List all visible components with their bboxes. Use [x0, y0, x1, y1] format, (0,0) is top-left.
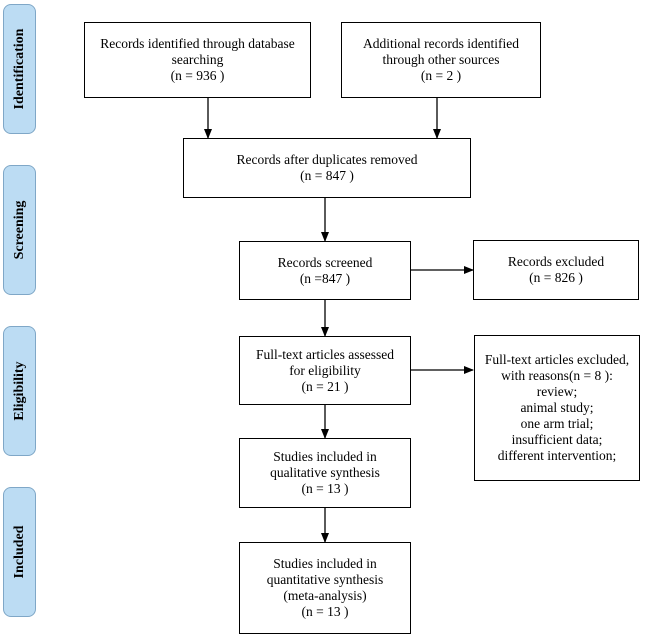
other-sources-box: Additional records identified through ot… [341, 22, 541, 98]
box-line: animal study; [520, 400, 594, 415]
box-line: through other sources [382, 52, 500, 67]
box-line: Records screened [277, 254, 373, 270]
stage-eligibility-label: Eligibility [11, 361, 27, 421]
qualitative-synthesis-box: Studies included in qualitative synthesi… [239, 438, 411, 508]
stage-screening: Screening [3, 165, 36, 295]
box-line: (n = 13 ) [301, 604, 349, 619]
stage-eligibility: Eligibility [3, 326, 36, 456]
quantitative-synthesis-box: Studies included in quantitative synthes… [239, 542, 411, 634]
box-line: (n = 936 ) [170, 68, 225, 83]
box-line: with reasons(n = 8 ): [501, 368, 613, 383]
stage-screening-label: Screening [11, 200, 27, 260]
box-line: (n = 21 ) [301, 378, 349, 394]
duplicates-removed-box: Records after duplicates removed (n = 84… [183, 138, 471, 198]
box-line: different intervention; [497, 448, 617, 463]
stage-included: Included [3, 487, 36, 617]
box-line: (n = 13 ) [301, 481, 349, 496]
box-line: searching [171, 52, 224, 67]
box-line: Records after duplicates removed [236, 152, 418, 167]
box-line: Additional records identified [363, 36, 519, 51]
box-line: review; [536, 384, 578, 399]
box-line: (n =847 ) [299, 270, 351, 286]
box-line: insufficient data; [511, 432, 603, 447]
box-line: for eligibility [289, 362, 361, 378]
box-line: quantitative synthesis [266, 572, 384, 587]
box-line: Studies included in [273, 449, 377, 464]
records-screened-box: Records screened (n =847 ) [239, 241, 411, 300]
database-records-box: Records identified through database sear… [84, 22, 311, 98]
box-line: Records identified through database [100, 36, 295, 51]
full-text-assessed-box: Full-text articles assessed for eligibil… [239, 336, 411, 405]
stage-identification: Identification [3, 4, 36, 134]
full-text-excluded-box: Full-text articles excluded, with reason… [474, 335, 640, 481]
box-line: one arm trial; [520, 416, 594, 431]
box-line: Studies included in [273, 556, 377, 571]
box-line: Records excluded [507, 254, 605, 269]
stage-identification-label: Identification [11, 28, 27, 110]
box-line: (n = 847 ) [300, 168, 354, 183]
box-line: qualitative synthesis [270, 465, 380, 480]
stage-included-label: Included [11, 525, 27, 579]
box-line: (meta-analysis) [283, 588, 367, 603]
box-line: Full-text articles assessed [256, 346, 394, 362]
box-line: (n = 2 ) [420, 68, 462, 83]
box-line: Full-text articles excluded, [484, 352, 630, 367]
box-line: (n = 826 ) [529, 270, 583, 285]
records-excluded-box: Records excluded (n = 826 ) [473, 240, 639, 300]
